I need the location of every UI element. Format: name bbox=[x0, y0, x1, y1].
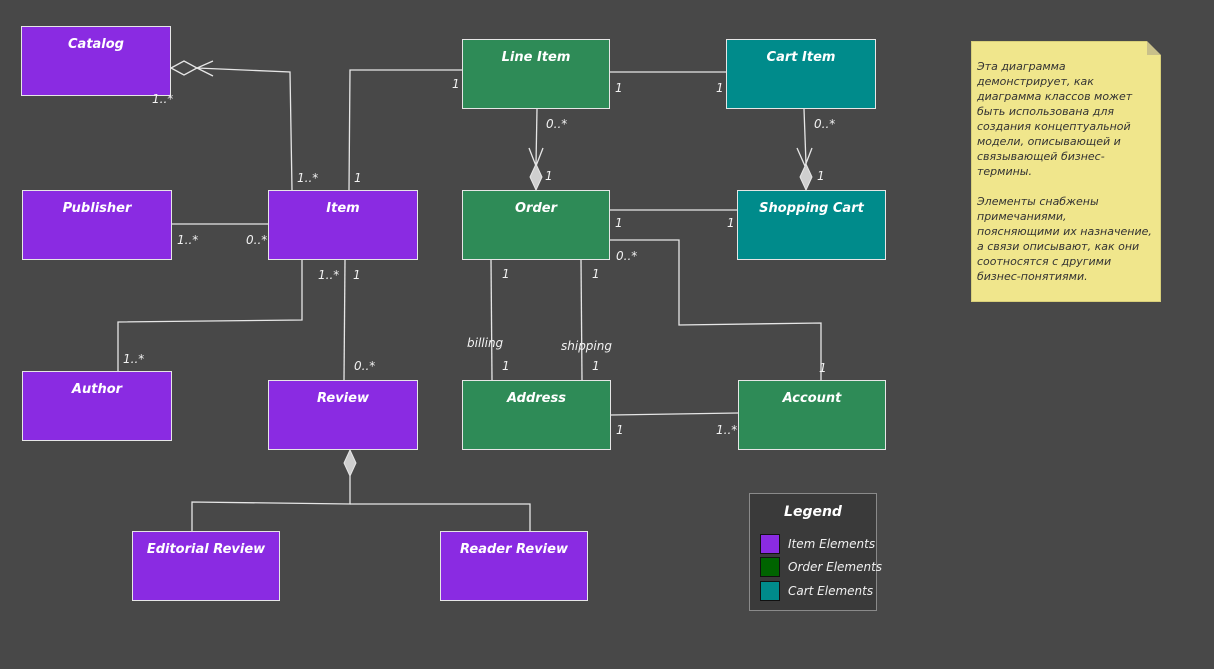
role-shipping: shipping bbox=[561, 339, 612, 353]
class-line-item[interactable]: Line Item bbox=[462, 39, 610, 109]
class-reader-review[interactable]: Reader Review bbox=[440, 531, 588, 601]
class-item[interactable]: Item bbox=[268, 190, 418, 260]
class-editorial-review-name: Editorial Review bbox=[146, 542, 266, 557]
mult-addressaccount-account-end: 1..* bbox=[716, 423, 738, 437]
class-cart-item-name: Cart Item bbox=[766, 50, 836, 65]
catalog-item-link bbox=[196, 67, 293, 191]
cart-aggregation-diamond bbox=[799, 162, 813, 192]
legend-swatch-item bbox=[760, 534, 780, 554]
mult-lineitem-lineitem-end: 1 bbox=[452, 77, 460, 91]
note-folded-corner bbox=[1147, 41, 1161, 55]
class-account-name: Account bbox=[782, 391, 842, 406]
class-item-name: Item bbox=[326, 201, 360, 216]
review-subtypes-link bbox=[191, 476, 351, 531]
item-author-link bbox=[117, 260, 303, 371]
catalog-aggregation-arrow bbox=[195, 60, 214, 77]
item-review-link bbox=[343, 259, 346, 381]
legend-label-item: Item Elements bbox=[788, 537, 876, 551]
mult-order-order-end: 1 bbox=[545, 169, 553, 183]
legend-swatch-order bbox=[760, 557, 780, 577]
class-author-name: Author bbox=[71, 382, 123, 397]
mult-cart-cartitem-end: 0..* bbox=[814, 117, 836, 131]
mult-author-author-end: 1..* bbox=[123, 352, 145, 366]
mult-shipping-order-end: 1 bbox=[592, 267, 600, 281]
class-order-name: Order bbox=[515, 201, 557, 216]
order-aggregation-diamond bbox=[529, 162, 543, 192]
mult-review-item-end: 1 bbox=[353, 268, 361, 282]
class-shopping-cart-name: Shopping Cart bbox=[759, 201, 864, 216]
class-review-name: Review bbox=[317, 391, 369, 406]
legend: Legend Item Elements Order Elements Cart… bbox=[749, 493, 882, 611]
class-publisher[interactable]: Publisher bbox=[22, 190, 172, 260]
mult-cartitem-lineitem-end: 1 bbox=[615, 81, 623, 95]
role-billing: billing bbox=[467, 336, 504, 350]
review-aggregation-diamond bbox=[343, 448, 357, 478]
mult-cart-cart-end: 1 bbox=[817, 169, 825, 183]
legend-label-order: Order Elements bbox=[788, 560, 883, 574]
class-shopping-cart[interactable]: Shopping Cart bbox=[737, 190, 886, 260]
description-note: Эта диаграмма демонстрирует, как диаграм… bbox=[971, 41, 1161, 302]
order-account-link bbox=[610, 239, 822, 381]
legend-title: Legend bbox=[784, 504, 842, 520]
class-account[interactable]: Account bbox=[738, 380, 886, 450]
legend-label-cart: Cart Elements bbox=[788, 584, 874, 598]
note-text: Эта диаграмма демонстрирует, как диаграм… bbox=[977, 60, 1152, 283]
class-publisher-name: Publisher bbox=[62, 201, 132, 216]
order-shipping-link bbox=[580, 258, 583, 381]
class-catalog-name: Catalog bbox=[68, 37, 124, 52]
class-address[interactable]: Address bbox=[462, 380, 611, 450]
mult-account-account-end: 1 bbox=[819, 361, 827, 375]
class-cart-item[interactable]: Cart Item bbox=[726, 39, 876, 109]
class-review[interactable]: Review bbox=[268, 380, 418, 450]
class-address-name: Address bbox=[507, 391, 566, 406]
mult-billing-order-end: 1 bbox=[502, 267, 510, 281]
address-account-link bbox=[610, 412, 739, 416]
mult-catalog-item-end: 1..* bbox=[297, 171, 319, 185]
mult-publisher-item-end: 0..* bbox=[246, 233, 268, 247]
catalog-aggregation-diamond bbox=[169, 60, 199, 76]
order-billing-link bbox=[490, 258, 493, 381]
review-reader-link bbox=[350, 503, 531, 531]
class-line-item-name: Line Item bbox=[501, 50, 571, 65]
class-editorial-review[interactable]: Editorial Review bbox=[132, 531, 280, 601]
mult-ordercart-order-end: 1 bbox=[615, 216, 623, 230]
class-order[interactable]: Order bbox=[462, 190, 610, 260]
mult-account-order-end: 0..* bbox=[616, 249, 638, 263]
mult-cartitem-cartitem-end: 1 bbox=[716, 81, 724, 95]
mult-catalog-catalog-end: 1..* bbox=[152, 92, 174, 106]
mult-publisher-publisher-end: 1..* bbox=[177, 233, 199, 247]
mult-ordercart-cart-end: 1 bbox=[727, 216, 735, 230]
mult-shipping-address-end: 1 bbox=[592, 359, 600, 373]
mult-review-review-end: 0..* bbox=[354, 359, 376, 373]
mult-order-lineitem-end: 0..* bbox=[546, 117, 568, 131]
mult-billing-address-end: 1 bbox=[502, 359, 510, 373]
class-catalog[interactable]: Catalog bbox=[21, 26, 171, 96]
legend-swatch-cart bbox=[760, 581, 780, 601]
mult-author-item-end: 1..* bbox=[318, 268, 340, 282]
class-reader-review-name: Reader Review bbox=[460, 542, 568, 557]
cartitem-cart-arrow bbox=[796, 147, 813, 168]
mult-lineitem-item-end: 1 bbox=[354, 171, 362, 185]
cartitem-cart-link bbox=[803, 108, 807, 165]
lineitem-order-link bbox=[535, 108, 538, 165]
item-lineitem-link bbox=[348, 69, 462, 191]
mult-addressaccount-address-end: 1 bbox=[616, 423, 624, 437]
class-author[interactable]: Author bbox=[22, 371, 172, 441]
